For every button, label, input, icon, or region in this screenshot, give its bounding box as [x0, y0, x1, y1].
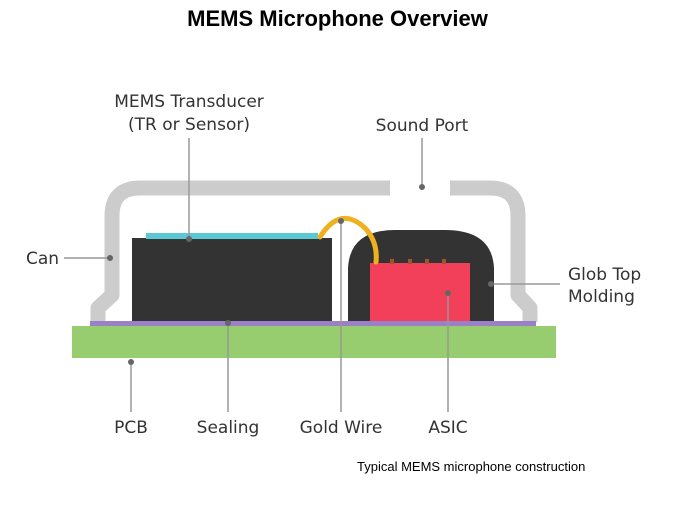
transducer-sublabel: (TR or Sensor)	[128, 115, 250, 135]
glob-top-label: Glob Top	[568, 265, 641, 285]
can-shape-right	[450, 180, 538, 322]
mems-transducer	[132, 238, 332, 321]
transducer-membrane	[146, 233, 318, 239]
gold-wire-label: Gold Wire	[300, 418, 383, 438]
sound-port-label: Sound Port	[376, 116, 469, 136]
gold-wire	[317, 215, 379, 265]
asic-label: ASIC	[428, 418, 467, 438]
leader-lines	[64, 138, 560, 412]
figure-caption: Typical MEMS microphone construction	[357, 459, 586, 474]
pcb-board	[72, 326, 556, 358]
leader-dots	[107, 184, 494, 365]
asic-chip	[370, 263, 470, 321]
can-shape	[90, 180, 390, 322]
pcb-label: PCB	[114, 418, 148, 438]
sealing-layer	[90, 321, 536, 326]
page-title: MEMS Microphone Overview	[187, 6, 488, 31]
can-label: Can	[26, 249, 59, 269]
glob-top-sublabel: Molding	[568, 287, 635, 307]
sealing-label: Sealing	[197, 418, 260, 438]
asic-pins	[390, 259, 446, 264]
transducer-label: MEMS Transducer	[114, 92, 264, 112]
